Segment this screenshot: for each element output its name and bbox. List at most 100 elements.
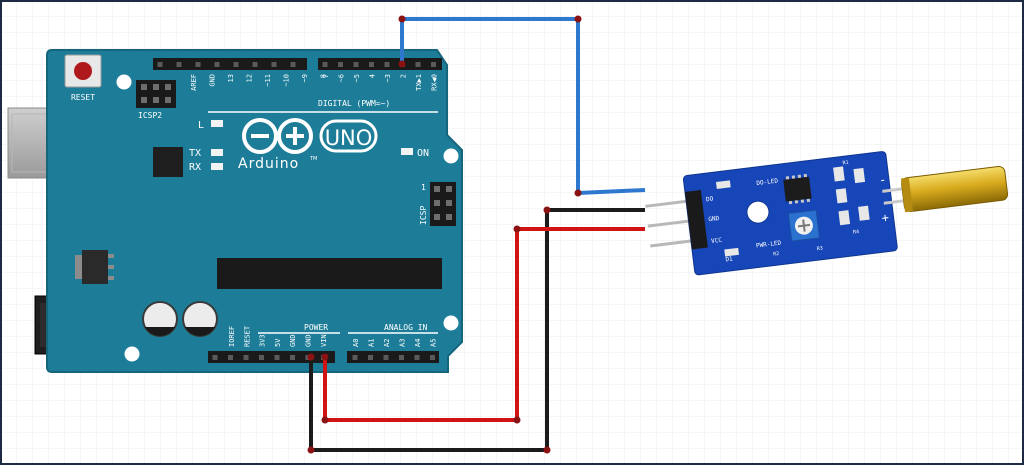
tilt-switch [882, 165, 1009, 213]
wire-junctions [307, 15, 582, 454]
digital-pin-label: ~11 [264, 74, 272, 87]
digital-pin-label: ~9 [301, 74, 309, 82]
header-pin[interactable] [415, 62, 421, 67]
reset-button-cap [74, 62, 92, 80]
analog-label: ANALOG IN [384, 323, 428, 332]
power-pin-label: RESET [243, 325, 251, 347]
digital-pin-label: 4 [369, 74, 377, 78]
brand-label: Arduino [238, 156, 299, 172]
digital-pin-label: GND [209, 74, 217, 87]
header-pin[interactable] [290, 62, 296, 67]
pin-do-label: DO [706, 195, 714, 203]
digital-header-right [318, 58, 442, 70]
resistor-label: R3 [817, 246, 824, 253]
digital-label: DIGITAL (PWM=~) [318, 99, 390, 108]
power-pin-label: VIN [320, 334, 328, 347]
digital-pin-label: ~10 [283, 74, 291, 87]
mount-hole [116, 74, 132, 90]
led-pwr-label: PWR-LED [756, 240, 782, 250]
led-rx-label: RX [189, 162, 201, 173]
header-pin[interactable] [368, 355, 373, 360]
led-do-label: DO-LED [756, 177, 779, 187]
mount-hole [443, 315, 459, 331]
header-pin[interactable] [228, 355, 233, 360]
header-pin[interactable] [214, 62, 220, 67]
atmega-chip [217, 258, 442, 289]
led-tx [211, 149, 223, 156]
digital-pin-label: ~3 [384, 74, 392, 82]
power-pin-label: 3V3 [259, 334, 267, 347]
digital-pin-label: 12 [246, 74, 254, 82]
smd-resistors [715, 166, 870, 257]
header-pin[interactable] [369, 62, 374, 67]
digital-pin-label: 8 [320, 74, 328, 78]
reset-label: RESET [71, 93, 95, 102]
header-pin[interactable] [384, 62, 390, 67]
icsp-label: ICSP [419, 206, 428, 225]
arduino-logo [242, 118, 313, 154]
analog-pin-label: A5 [430, 339, 438, 347]
icsp-pin1-label: 1 [421, 183, 426, 192]
resistor-label: R1 [842, 160, 849, 167]
usb-chip [153, 147, 183, 177]
arduino-uno-board: RESET ICSP 2 AREF GND 13 12 ~11 ~10 ~9 87 ~6 ~5 4 ~3… [7, 49, 463, 373]
digital-pin-label: ~6 [338, 74, 346, 82]
capacitor [182, 301, 218, 337]
led-on-label: ON [417, 148, 429, 159]
header-pin[interactable] [176, 62, 182, 67]
header-pin[interactable] [252, 62, 258, 67]
digital-pin-label: AREF [190, 74, 198, 91]
model-label: UNO [325, 126, 373, 150]
led-rx [211, 163, 223, 170]
digital-pin-label: 13 [227, 74, 235, 82]
sensor-header-pins [645, 199, 697, 248]
header-pin[interactable] [414, 355, 420, 360]
header-pin[interactable] [352, 355, 358, 360]
header-pin[interactable] [322, 62, 328, 67]
power-pin-label: GND [305, 334, 313, 347]
sensor-mount-hole [746, 200, 770, 224]
header-pin[interactable] [157, 62, 163, 67]
digital-pin-label: ~5 [353, 74, 361, 82]
header-pin[interactable] [338, 62, 343, 67]
capacitor [142, 301, 178, 337]
trademark-label: TM [309, 156, 317, 162]
header-pin[interactable] [271, 62, 277, 67]
header-pin[interactable] [233, 62, 239, 67]
led-l [211, 120, 223, 127]
icsp2-header [136, 80, 176, 108]
resistor-label: R4 [853, 229, 860, 236]
minus-label: - [878, 172, 887, 187]
power-pin-label: GND [289, 334, 297, 347]
wires [307, 15, 646, 454]
header-pin[interactable] [353, 62, 359, 67]
led-l-label: L [198, 120, 204, 131]
header-pin[interactable] [195, 62, 201, 67]
uno-badge: UNO [319, 119, 378, 153]
icsp-header [430, 182, 456, 226]
analog-pin-label: A0 [352, 339, 360, 347]
header-pin[interactable] [399, 355, 404, 360]
potentiometer[interactable] [787, 209, 821, 242]
header-pin[interactable] [243, 355, 249, 360]
led-tx-label: TX [189, 148, 201, 159]
header-pin[interactable] [274, 355, 280, 360]
mount-hole [443, 148, 459, 164]
digital-pin-label: 7 [322, 74, 330, 78]
power-header [208, 351, 335, 363]
digital-pin-label: 2 [400, 74, 408, 78]
analog-pin-label: A2 [383, 339, 391, 347]
comparator-legs [785, 173, 811, 205]
header-pin[interactable] [431, 62, 436, 67]
header-pin[interactable] [212, 355, 218, 360]
header-pin[interactable] [430, 355, 435, 360]
board-outline [46, 49, 463, 373]
mount-hole [124, 346, 140, 362]
header-pin[interactable] [383, 355, 389, 360]
header-pin[interactable] [259, 355, 264, 360]
d1-label: D1 [725, 256, 733, 264]
header-pin[interactable] [290, 355, 295, 360]
